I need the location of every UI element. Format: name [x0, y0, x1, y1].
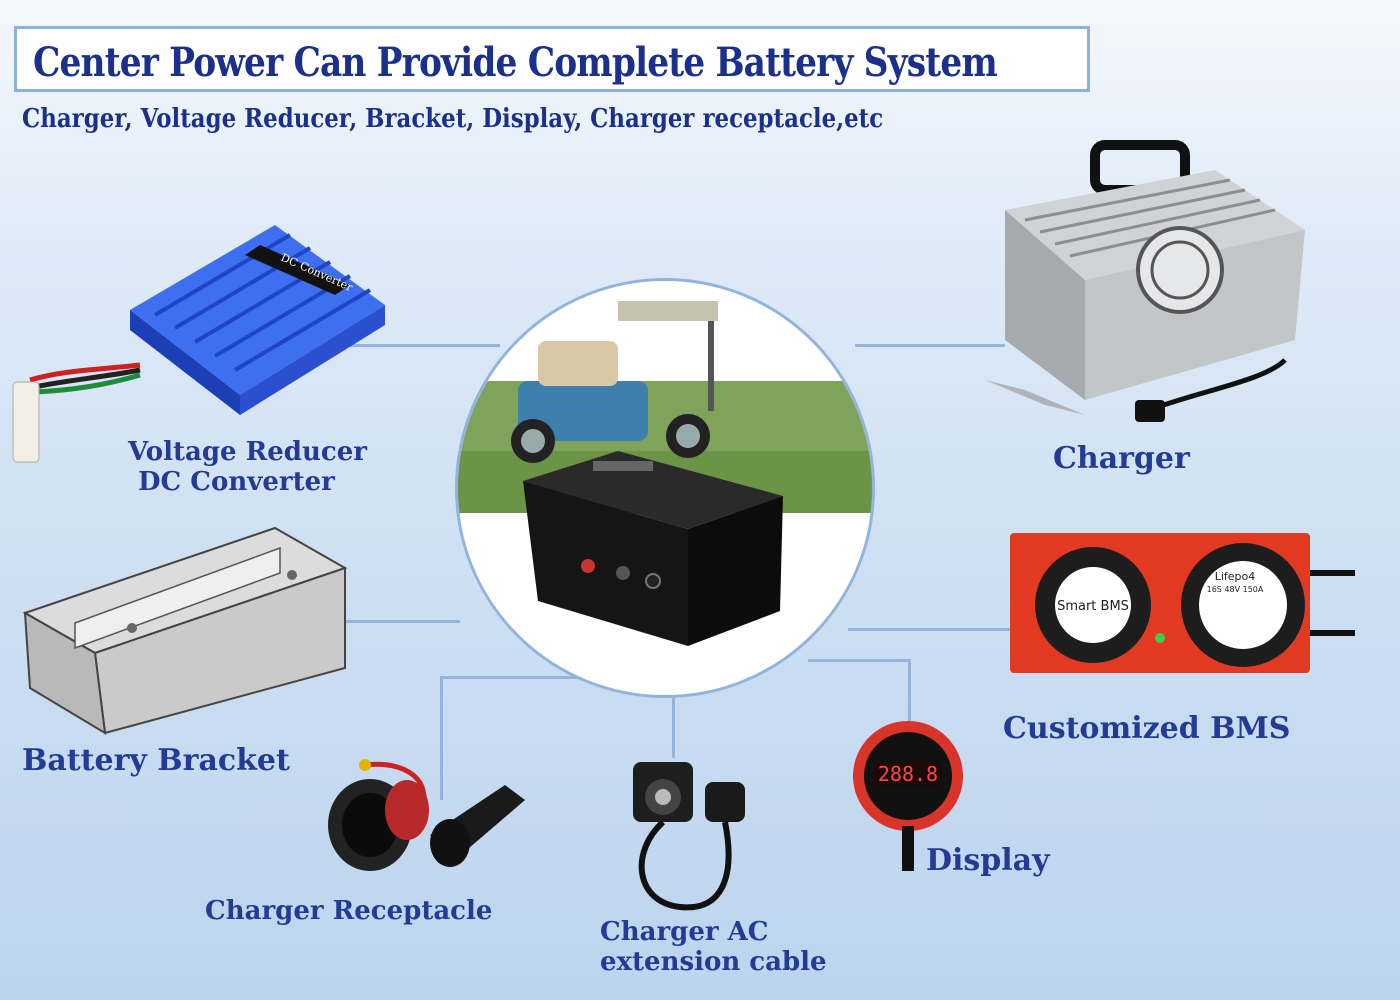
bms-label: Customized BMS: [1003, 711, 1291, 746]
title-box: Center Power Can Provide Complete Batter…: [14, 26, 1090, 92]
connector-line-receptacle-v: [440, 676, 443, 800]
dc-converter-image: DC Converter: [12, 225, 385, 463]
display-screen-value: 288.8: [878, 762, 938, 786]
page-subtitle: Charger, Voltage Reducer, Bracket, Displ…: [22, 104, 884, 134]
voltage-reducer-label-line1: Voltage Reducer: [128, 437, 367, 467]
page-title: Center Power Can Provide Complete Batter…: [33, 39, 998, 86]
ac-cable-label-line2: extension cable: [600, 946, 827, 977]
connector-line-charger: [855, 344, 1005, 347]
center-battery-circle: [455, 278, 875, 698]
voltage-reducer-label-line2: DC Converter: [138, 466, 335, 497]
bms-device-spec: 16S 48V 150A: [1207, 585, 1264, 594]
charger-receptacle-image: [328, 759, 525, 871]
display-label: Display: [926, 843, 1050, 878]
charger-label: Charger: [1053, 441, 1190, 476]
golf-cart-scene: [458, 281, 872, 695]
ac-cable-label-line1: Charger AC: [600, 917, 769, 947]
connector-line-bms: [848, 628, 1010, 631]
battery-bracket-label: Battery Bracket: [22, 743, 290, 778]
connector-line-display-v: [908, 659, 911, 721]
connector-line-cable: [672, 696, 675, 758]
golf-cart-image: [511, 301, 718, 463]
voltage-reducer-label: Voltage Reducer DC Converter: [128, 437, 367, 498]
charger-receptacle-label: Charger Receptacle: [205, 896, 493, 926]
lithium-battery-image: [523, 451, 783, 646]
ac-extension-cable-image: [633, 762, 745, 911]
charger-image: [985, 140, 1305, 422]
battery-display-image: 288.8: [853, 721, 963, 871]
bms-device-text-right: Lifepo4: [1215, 570, 1256, 583]
ac-cable-label: Charger AC extension cable: [600, 917, 827, 978]
bms-image: Smart BMS Lifepo4 16S 48V 150A: [1010, 533, 1355, 673]
battery-bracket-image: [22, 526, 348, 735]
connector-line-converter: [350, 344, 500, 347]
bms-device-text-left: Smart BMS: [1057, 599, 1129, 614]
connector-line-bracket: [345, 620, 460, 623]
